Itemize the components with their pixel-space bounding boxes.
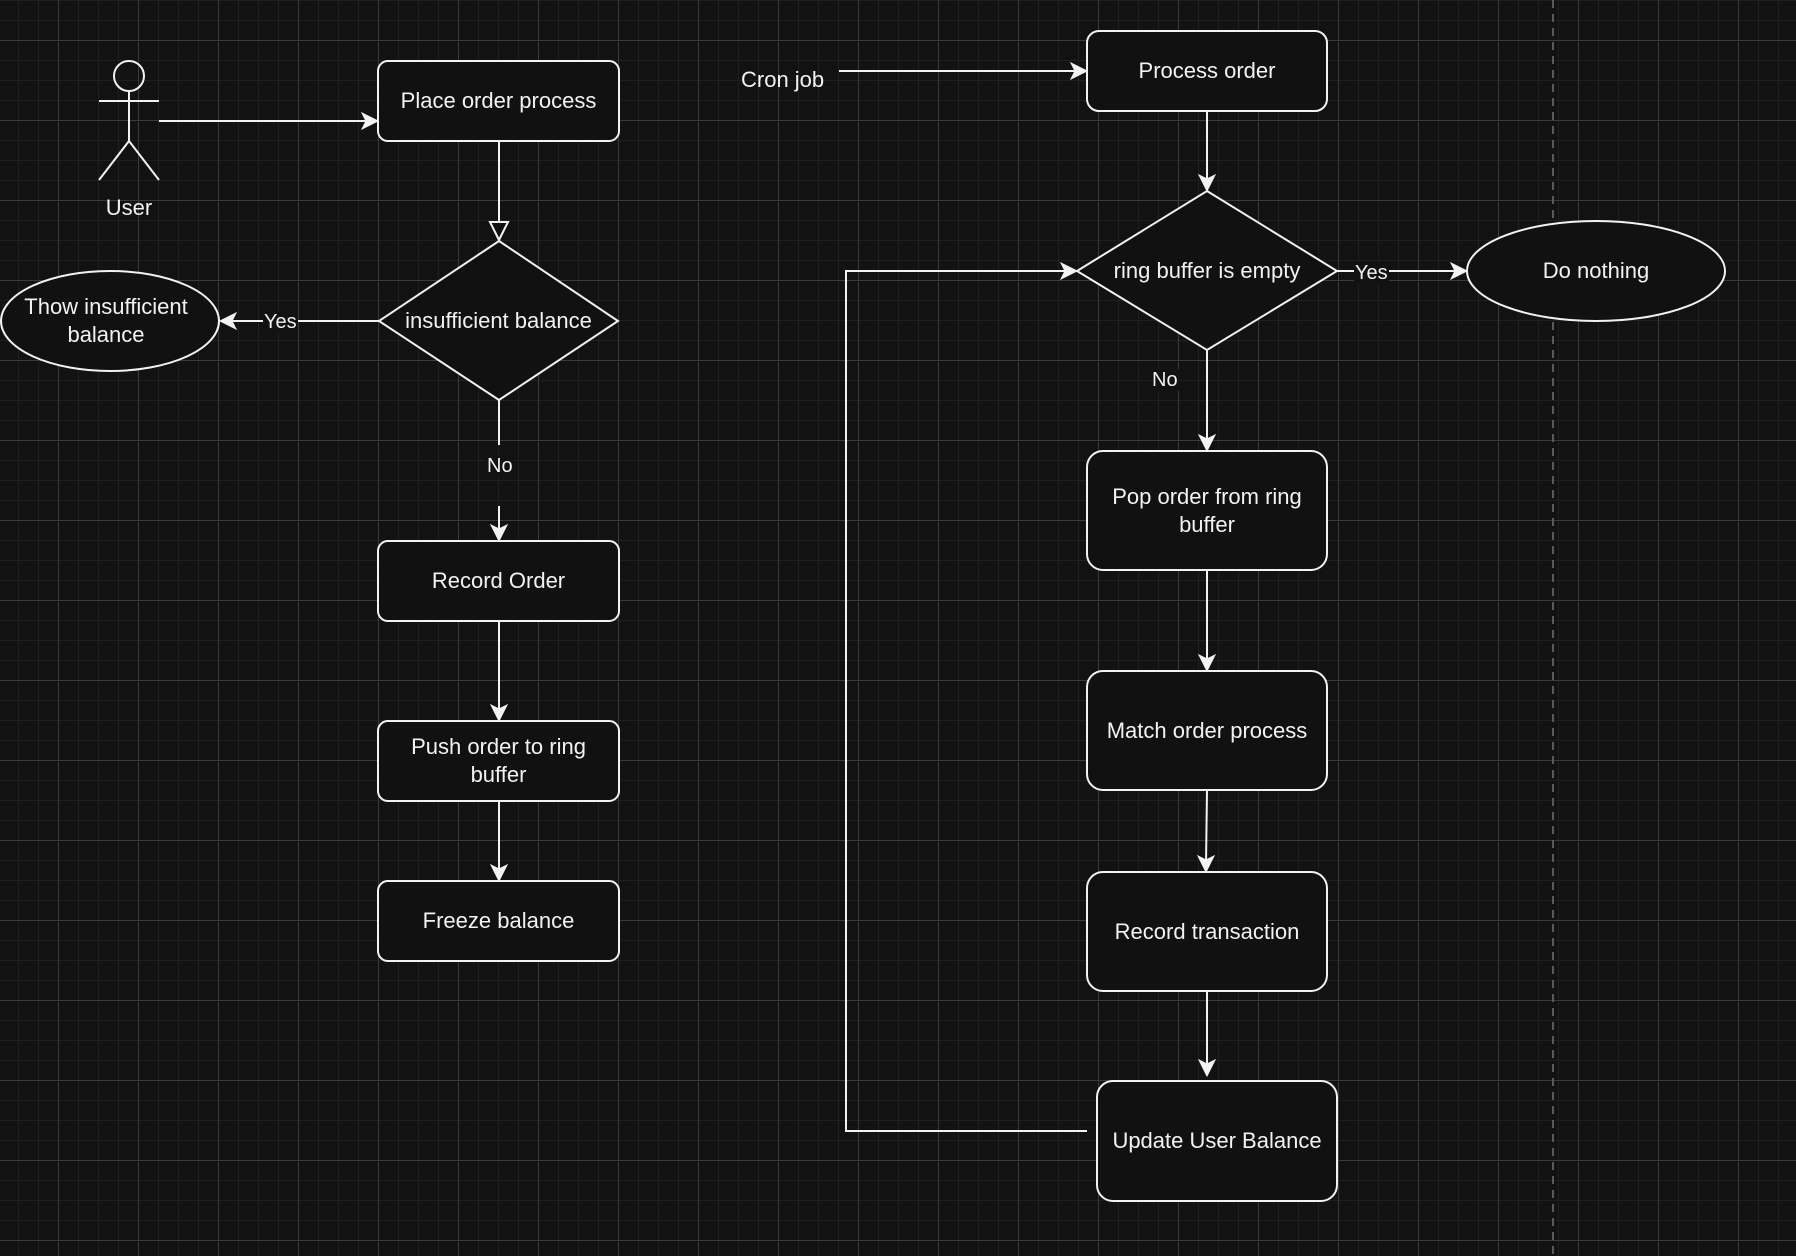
node-freeze-balance[interactable] xyxy=(377,880,620,962)
ring-buffer-empty-label: ring buffer is empty xyxy=(1113,258,1301,283)
node-match-order[interactable] xyxy=(1086,670,1328,791)
pop-order-label: Pop order from ring buffer xyxy=(1112,483,1302,537)
edge-decision-no-to-record-order[interactable] xyxy=(489,400,509,543)
edge-user-to-place-order[interactable] xyxy=(159,111,380,131)
node-update-user-balance[interactable] xyxy=(1096,1080,1338,1202)
edge-label-yes-right: Yes xyxy=(1354,262,1389,284)
actor-label: User xyxy=(105,195,153,220)
edge-record-transaction-to-update[interactable] xyxy=(1197,991,1217,1078)
node-place-order[interactable] xyxy=(377,60,620,142)
edge-push-to-freeze[interactable] xyxy=(489,801,509,883)
node-pop-order[interactable] xyxy=(1086,450,1328,571)
edge-process-to-decision[interactable] xyxy=(1197,111,1217,193)
node-insufficient-balance-decision[interactable] xyxy=(377,239,620,402)
node-throw-insufficient-balance[interactable] xyxy=(0,270,220,372)
process-order-label: Process order xyxy=(1138,58,1276,83)
cron-job-label: Cron job xyxy=(741,67,825,92)
node-record-transaction[interactable] xyxy=(1086,871,1328,992)
place-order-label: Place order process xyxy=(400,88,597,113)
edge-label-no-right: No xyxy=(1151,369,1179,391)
edge-pop-to-match[interactable] xyxy=(1197,570,1217,673)
edge-cron-to-process-order[interactable] xyxy=(839,61,1089,81)
push-order-label: Push order to ring buffer xyxy=(411,734,586,787)
edge-update-loop-to-decision[interactable] xyxy=(845,261,1087,1132)
edge-label-no-left: No xyxy=(486,455,514,477)
edge-place-order-to-decision[interactable] xyxy=(488,141,510,243)
edge-match-to-record-transaction[interactable] xyxy=(1196,789,1216,874)
record-transaction-label: Record transaction xyxy=(1114,918,1300,944)
freeze-balance-label: Freeze balance xyxy=(422,908,575,933)
update-user-balance-label: Update User Balance xyxy=(1112,1128,1322,1153)
throw-insufficient-label: Thow insufficient balance xyxy=(24,294,188,347)
edge-record-to-push[interactable] xyxy=(489,620,509,723)
edge-decision-no-to-pop[interactable] xyxy=(1197,350,1217,453)
node-record-order[interactable] xyxy=(377,540,620,622)
node-push-order[interactable] xyxy=(377,720,620,802)
edge-label-yes-left: Yes xyxy=(263,311,298,333)
insufficient-balance-label: insufficient balance xyxy=(405,308,592,333)
edge-decision-yes-to-throw[interactable] xyxy=(218,311,379,331)
match-order-label: Match order process xyxy=(1106,717,1308,743)
record-order-label: Record Order xyxy=(431,568,566,593)
node-do-nothing[interactable] xyxy=(1466,220,1726,322)
do-nothing-label: Do nothing xyxy=(1542,258,1650,283)
node-process-order[interactable] xyxy=(1086,30,1328,112)
user-actor-icon[interactable] xyxy=(98,60,160,181)
node-ring-buffer-empty-decision[interactable] xyxy=(1075,189,1339,352)
